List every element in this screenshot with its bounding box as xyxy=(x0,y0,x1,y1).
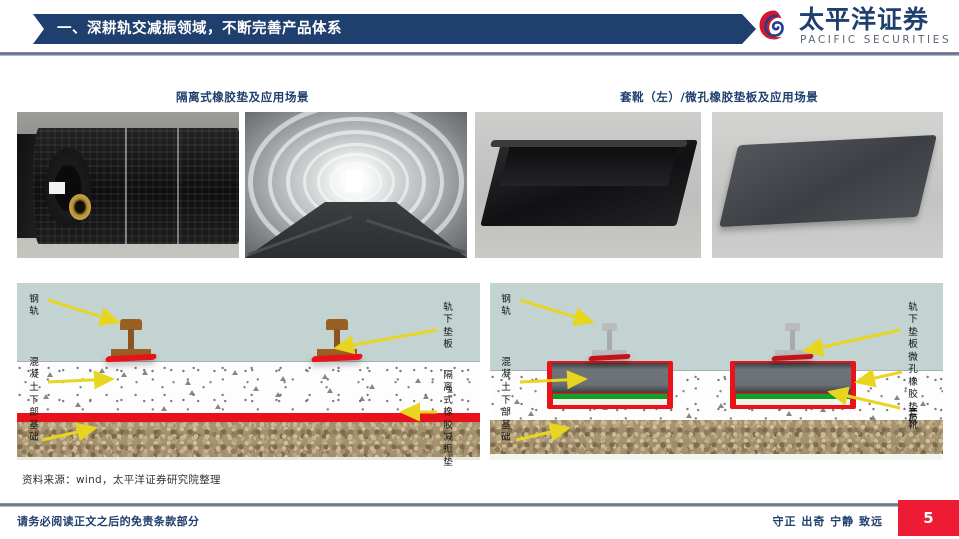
footer-divider xyxy=(0,503,959,507)
slide-header: 一、深耕轨交减振领域，不断完善产品体系 太平洋证券 PACIFIC SECURI… xyxy=(0,0,959,56)
sleeper-block-2 xyxy=(735,363,851,393)
logo-english-text: PACIFIC SECURITIES xyxy=(800,34,952,46)
micro-pad-2 xyxy=(736,394,850,399)
label-right-rail: 钢轨 xyxy=(501,294,511,318)
label-left-substructure: 下部基础 xyxy=(29,395,39,444)
page-number: 5 xyxy=(923,509,934,527)
caption-left: 隔离式橡胶垫及应用场景 xyxy=(176,90,310,104)
footer-disclaimer: 请务必阅读正文之后的免责条款部分 xyxy=(17,515,200,528)
company-logo: 太平洋证券 PACIFIC SECURITIES xyxy=(755,6,951,50)
photo-rubber-mat-rolls xyxy=(17,112,239,258)
sleeper-block-1 xyxy=(552,363,668,393)
label-right-micro-pad: 微孔橡胶垫板 xyxy=(908,352,918,426)
diagram-isolation-rubber-mat xyxy=(17,283,480,460)
page-number-badge: 5 xyxy=(898,500,959,536)
footer-slogan: 守正 出奇 宁静 致远 xyxy=(772,515,883,528)
photo-rubber-boot xyxy=(475,112,701,258)
header-divider xyxy=(0,52,959,56)
label-right-substructure: 下部基础 xyxy=(501,395,511,444)
section-banner xyxy=(33,14,756,44)
diagram-ballast-layer xyxy=(17,422,480,457)
caption-right: 套靴（左）/微孔橡胶垫板及应用场景 xyxy=(620,90,819,104)
label-right-boot: 套靴 xyxy=(908,408,918,432)
label-right-under-rail-pad: 轨下垫板 xyxy=(908,302,918,351)
pacific-securities-emblem-icon xyxy=(759,10,784,40)
isolation-rubber-mat-layer xyxy=(17,413,480,422)
source-note: 资料来源：wind，太平洋证券研究院整理 xyxy=(22,474,221,486)
sleeper-boot-assembly-2 xyxy=(730,361,856,409)
page-title: 一、深耕轨交减振领域，不断完善产品体系 xyxy=(57,21,342,37)
label-left-concrete: 混凝土 xyxy=(29,357,39,393)
diagram-concrete-layer xyxy=(17,361,480,414)
sleeper-boot-assembly-1 xyxy=(547,361,673,409)
photo-tunnel-interior xyxy=(245,112,467,258)
diagram-ballast-layer-right xyxy=(490,420,943,454)
micro-pad-1 xyxy=(553,394,667,399)
label-left-rail: 钢轨 xyxy=(29,294,39,318)
label-left-under-rail-pad: 轨下垫板 xyxy=(443,302,453,351)
photo-microporous-rubber-pad xyxy=(712,112,943,258)
label-right-concrete: 混凝土 xyxy=(501,357,511,393)
diagram-boot-and-micro-pad xyxy=(490,283,943,460)
logo-chinese-text: 太平洋证券 xyxy=(799,5,930,34)
label-left-isolation-mat: 隔离式橡胶减振垫 xyxy=(443,370,453,468)
